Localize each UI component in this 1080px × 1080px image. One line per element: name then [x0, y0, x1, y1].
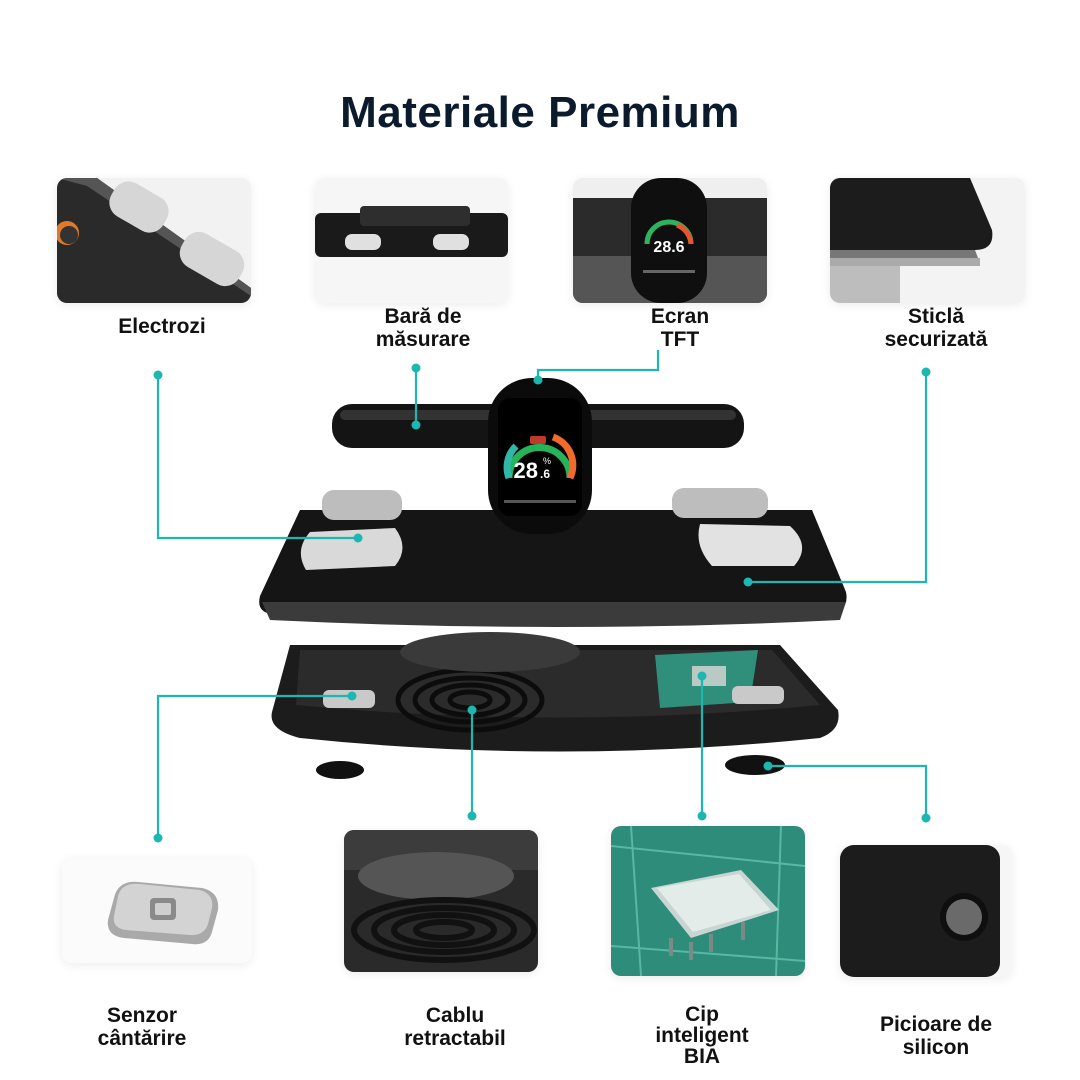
weight-sensor-thumbnail: [62, 858, 252, 963]
electrodes-thumbnail: [57, 178, 251, 303]
display-value-main: 28: [514, 458, 538, 483]
measuring-bar-thumbnail: [315, 178, 508, 303]
svg-text:28.6: 28.6: [653, 239, 684, 256]
display-unit: %: [543, 456, 551, 466]
display-value-decimal: .6: [540, 467, 550, 481]
silicone-feet-thumbnail: [840, 845, 1012, 977]
callout-lines: [156, 350, 928, 838]
retractable-cable-thumbnail: [344, 830, 538, 972]
scale-glass-platform: [259, 488, 847, 627]
scale-base-housing: [271, 632, 839, 779]
callout-dots: [153, 363, 931, 843]
page-title: Materiale Premium: [340, 88, 740, 137]
bia-chip-thumbnail: [611, 826, 805, 976]
load-cell-right: [732, 686, 784, 704]
tft-display: 28 .6 %: [488, 378, 592, 534]
tft-screen-thumbnail: 28.6: [573, 178, 767, 303]
label-electrodes: Electrozi: [118, 315, 206, 338]
tempered-glass-thumbnail: [830, 178, 1025, 303]
